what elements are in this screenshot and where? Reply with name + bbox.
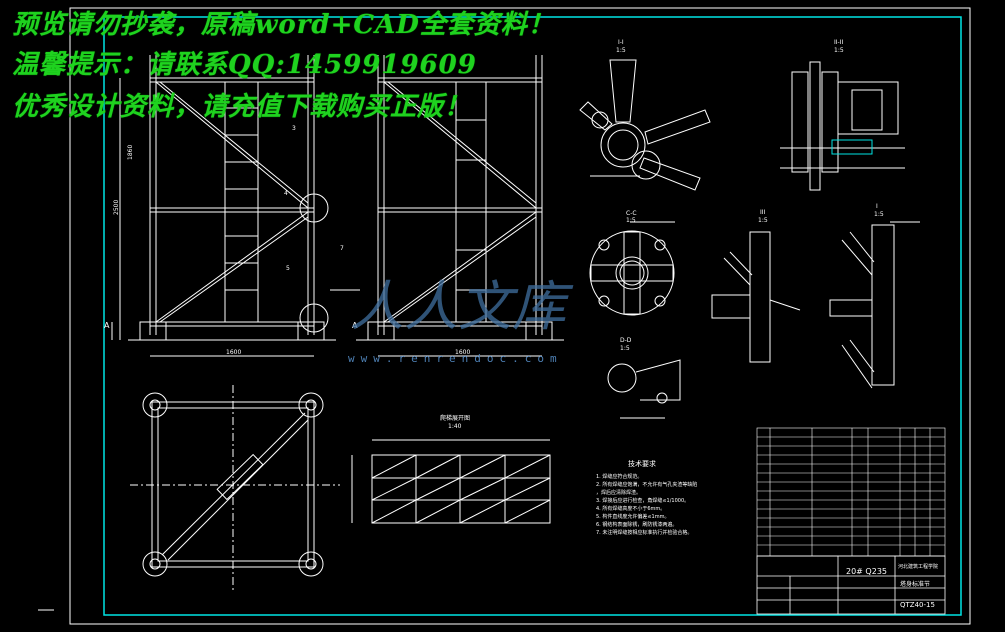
detail-i-i bbox=[579, 59, 711, 191]
callout-3: 3 bbox=[292, 125, 296, 132]
section-d-d-scale: 1:5 bbox=[620, 345, 630, 352]
detail-iii-title: III bbox=[760, 209, 766, 216]
side-width-dim: 1600 bbox=[455, 349, 470, 356]
detail-i bbox=[829, 221, 920, 389]
front-width-dim: 1600 bbox=[226, 349, 241, 356]
section-d-d bbox=[607, 359, 681, 419]
inner-frame bbox=[103, 16, 962, 616]
tech-req-line-7: 6. 钢结构表面除锈，刷防锈漆两遍。 bbox=[596, 521, 677, 528]
callout-5: 5 bbox=[286, 265, 290, 272]
detail-i-title: I bbox=[876, 203, 878, 210]
section-d-d-title: D-D bbox=[620, 337, 632, 344]
ladder-scale: 1:40 bbox=[448, 423, 462, 430]
detail-iii-scale: 1:5 bbox=[758, 217, 768, 224]
section-c-c bbox=[589, 221, 675, 316]
tech-req-line-5: 4. 所有焊缝高度不小于6mm。 bbox=[596, 505, 665, 512]
watermark-site: www.renrendoc.com bbox=[348, 352, 563, 365]
callout-7: 7 bbox=[340, 245, 344, 252]
title-part-name: 塔身标准节 bbox=[900, 580, 930, 588]
title-drawing-no: QTZ40-15 bbox=[900, 601, 935, 609]
section-marker-a-left: A bbox=[104, 321, 110, 330]
ladder-label: 爬梯展开图 bbox=[440, 414, 470, 422]
plan-view bbox=[130, 385, 340, 590]
front-elevation bbox=[111, 55, 360, 357]
tech-req-line-8: 7. 未注明焊缝按相应标准执行并检验合格。 bbox=[596, 529, 692, 536]
detail-i-scale: 1:5 bbox=[874, 211, 884, 218]
watermark-line-3: 优秀设计资料，请充值下载购买正版！ bbox=[12, 92, 472, 122]
title-school: 河北建筑工程学院 bbox=[898, 563, 938, 570]
section-c-c-title: C-C bbox=[626, 210, 637, 217]
ladder-expansion bbox=[351, 439, 551, 524]
callout-4: 4 bbox=[284, 190, 288, 197]
front-top-dim: 1860 bbox=[127, 145, 134, 160]
detail-ii-ii bbox=[780, 61, 905, 191]
watermark-line-2: 温馨提示：请联系QQ:1459919609 bbox=[12, 50, 477, 80]
detail-i-i-scale: 1:5 bbox=[616, 47, 626, 54]
title-material: 20# Q235 bbox=[846, 567, 887, 576]
tech-req-line-4: 3. 焊接后应进行检查，角焊缝≤1/1000。 bbox=[596, 497, 689, 504]
watermark-line-1: 预览请勿抄袭，原稿word+CAD全套资料！ bbox=[12, 10, 555, 40]
side-elevation bbox=[356, 55, 564, 357]
outer-frame bbox=[69, 7, 971, 625]
watermark-logo: 人人文库 bbox=[350, 275, 566, 338]
detail-i-i-title: I-I bbox=[618, 39, 624, 46]
parts-list bbox=[756, 427, 946, 557]
tech-req-title: 技术要求 bbox=[628, 459, 656, 468]
tech-req-line-2: 2. 所有焊缝应饱满，不允许有气孔夹渣等缺陷 bbox=[596, 481, 697, 488]
section-c-c-scale: 1:5 bbox=[626, 217, 636, 224]
tech-req-line-3: ，焊后应清除焊渣。 bbox=[596, 489, 641, 496]
front-height-dim: 2500 bbox=[113, 200, 120, 215]
detail-ii-ii-scale: 1:5 bbox=[834, 47, 844, 54]
tech-req-line-1: 1. 焊缝应符合规范。 bbox=[596, 473, 642, 480]
detail-ii-ii-title: II-II bbox=[834, 39, 843, 46]
section-marker-a-right: A bbox=[352, 321, 358, 330]
detail-iii bbox=[711, 231, 801, 363]
tech-req-line-6: 5. 构件直线度允许偏差≤1mm。 bbox=[596, 513, 669, 520]
title-block bbox=[756, 555, 946, 615]
